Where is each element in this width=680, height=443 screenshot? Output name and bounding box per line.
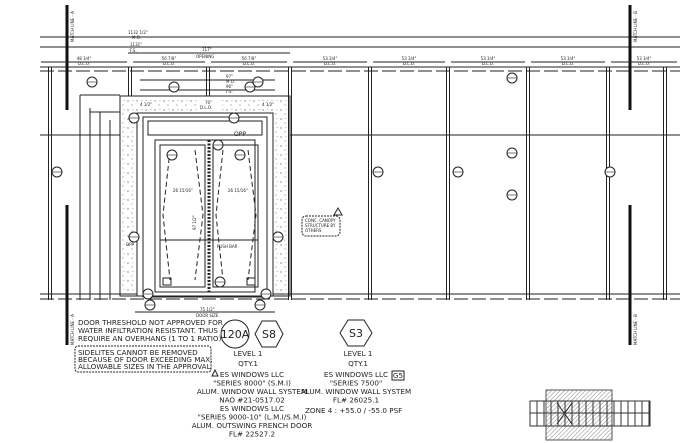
opp-label-2: OPP (126, 242, 135, 247)
sidelites-note-3: ALLOWABLE SIZES IN THE APPROVAL (78, 362, 211, 371)
dim-opening-label: OPENING (196, 54, 214, 59)
dim-overall-fs-label: F.S. (130, 48, 137, 53)
bay-dim: 56 7/8" (162, 56, 177, 61)
door-height-dlo: 97 1/2" (192, 215, 197, 230)
door-leaf-left (159, 144, 206, 288)
tag-b-spec-line: "SERIES 7500" (330, 379, 383, 388)
dim-side-dlo-right: 4 1/2" (262, 102, 274, 107)
tag-a-spec-line: ALUM. OUTSWING FRENCH DOOR (192, 421, 313, 430)
qty-a: QTY.1 (238, 359, 258, 368)
level-a: LEVEL 1 (234, 349, 263, 358)
bay-dim-label: D.L.O. (324, 61, 336, 66)
tag-b-spec-line: ALUM. WINDOW WALL SYSTEM (301, 387, 411, 396)
canopy-note-3: OTHERS (305, 228, 322, 233)
dim-door-dlo-label: D.L.O. (200, 105, 212, 110)
bay-dim-label: D.L.O. (482, 61, 494, 66)
opp-label-1: OPP (234, 131, 246, 138)
sidelites-note-1: SIDELITES CANNOT BE REMOVED (78, 348, 198, 357)
room-tag: 120A (221, 328, 250, 341)
dim-inner-fs-label: F.S. (226, 89, 233, 94)
bay-dim: 53 3/4" (481, 56, 496, 61)
tag-a-spec-line: ES WINDOWS LLC (220, 370, 284, 379)
threshold-note-3: REQUIRE AN OVERHANG (1 TO 1 RATIO) (78, 334, 222, 343)
match-line-b-label-bottom: MATCH LINE - B (633, 314, 638, 345)
dim-side-dlo-left-backing (139, 101, 155, 108)
bay-dim: 53 3/4" (323, 56, 338, 61)
door-frame (142, 116, 268, 298)
bay-dim-label: D.L.O. (562, 61, 574, 66)
dim-door-dlo: 70" (205, 100, 212, 105)
g5-badge-box (391, 370, 405, 381)
dim-side-dlo-right-backing (261, 101, 277, 108)
tag-a-spec-line: "SERIES 8000" (S.M.I) (213, 379, 291, 388)
bay-dim-label: D.L.O. (403, 61, 415, 66)
bay-dim-label: D.L.O. (163, 61, 175, 66)
bay-dim-label: D.L.O. (638, 61, 650, 66)
tag-a-spec-line: ALUM. WINDOW WALL SYSTEM (197, 387, 307, 396)
room-tag-circle (220, 319, 250, 349)
sidelites-note-cloud (74, 345, 212, 373)
sidelites-note-2: BECAUSE OF DOOR EXCEEDING MAX. (78, 355, 213, 364)
zone-note: ZONE 4 : +55.0 / -55.0 PSF (305, 406, 402, 415)
door-leaf-right (212, 144, 259, 288)
key-plan (529, 389, 651, 441)
tag-a-spec-line: ES WINDOWS LLC (220, 404, 284, 413)
tag-a-spec-line: NAO #21-0517.02 (219, 396, 285, 405)
dim-overall-fs: 1131" (130, 42, 142, 47)
canopy-note-cloud (301, 215, 341, 237)
bay-dimensions: 48 3/4"D.L.O.56 7/8"D.L.O.56 7/8"D.L.O.5… (41, 56, 677, 66)
threshold-note-1: DOOR THRESHOLD NOT APPROVED FOR (78, 318, 223, 327)
level-b: LEVEL 1 (344, 349, 373, 358)
match-line-b-label-top: MATCH LINE - B (633, 11, 638, 42)
dim-inner-fs: 96" (226, 84, 233, 89)
type-tag-b: S3 (349, 327, 363, 340)
bay-dim: 53 3/4" (637, 56, 652, 61)
threshold-note-2: WATER INFILTRATION RESISTANT. THUS (78, 326, 218, 335)
revision-triangle-icon (333, 206, 343, 216)
dim-opening: 117" (202, 47, 212, 52)
leaf-dlo-left: 26 15/16" (173, 188, 193, 193)
dim-overall-md: 1132 1/2" (128, 30, 148, 35)
qty-b: QTY.1 (348, 359, 368, 368)
tag-a-spec-line: FL# 22527.2 (229, 430, 275, 439)
tag-b-spec-line: ES WINDOWS LLC (324, 370, 388, 379)
dim-inner-md-label: M.O. (226, 79, 235, 84)
bay-dim: 48 3/4" (77, 56, 92, 61)
door-size: 75 1/2" (200, 307, 215, 312)
dim-overall-md-label: M.O. (132, 35, 141, 40)
tag-a-spec-line: "SERIES 9000-10" (L.M.I/S.M.I) (198, 413, 307, 422)
tag-b-spec-line: FL# 26025.1 (333, 396, 379, 405)
tag-a-spec: ES WINDOWS LLC"SERIES 8000" (S.M.I)ALUM.… (192, 370, 313, 439)
vertical-dimensions (79, 94, 120, 300)
detail-bubbles (51, 72, 616, 311)
match-line-a-label-bottom: MATCH LINE - A (70, 314, 75, 345)
push-bar-label: PUSH BAR (217, 244, 238, 249)
bay-dim: 53 3/4" (402, 56, 417, 61)
door-size-label: DOOR SIZE (196, 313, 219, 318)
type-tag-hexagon (339, 319, 373, 347)
canopy-note-1: CONC. CANOPY (305, 218, 336, 223)
g5-badge: G5 (393, 371, 403, 380)
type-tag-hexagon (254, 320, 284, 348)
frame-lines (40, 36, 680, 300)
bay-dim: 53 3/4" (561, 56, 576, 61)
tag-b-spec: ES WINDOWS LLC"SERIES 7500"ALUM. WINDOW … (301, 370, 411, 405)
canopy-note-2: STRUCTURE BY (305, 223, 336, 228)
dim-door-dlo-backing (198, 100, 222, 111)
dim-inner-md: 97" (226, 74, 233, 79)
leaf-dlo-right: 26 15/16" (228, 188, 248, 193)
bay-dim-label: D.L.O. (243, 61, 255, 66)
bay-dim-label: D.L.O. (78, 61, 90, 66)
bay-dim: 56 7/8" (242, 56, 257, 61)
revision-triangle-icon (211, 368, 219, 377)
match-line-a-label-top: MATCH LINE - A (70, 11, 75, 42)
dim-side-dlo-left: 4 1/2" (140, 102, 152, 107)
type-tag-a: S8 (262, 328, 276, 341)
